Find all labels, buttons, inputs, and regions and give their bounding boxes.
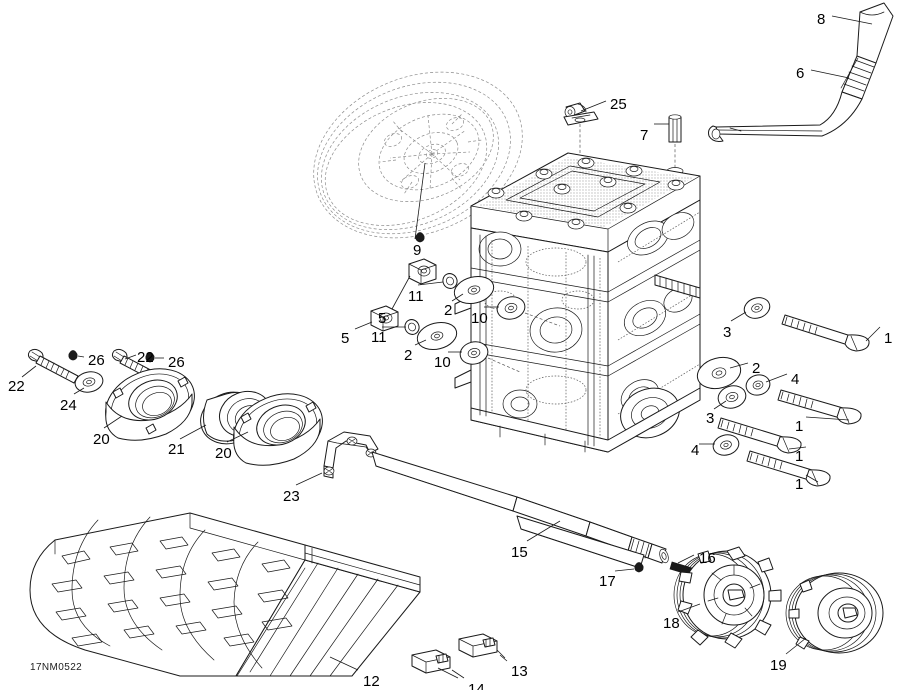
callout-26-cone-nut-right[interactable]: 26 [168,354,185,371]
track-12 [29,512,421,677]
bolt-1-mid-upper [745,374,862,425]
callout-17-cone-nut[interactable]: 17 [599,573,616,590]
callout-5-nut-upper[interactable]: 5 [378,310,387,327]
bolt-1-mid-lower [717,417,802,454]
callout-3-washer-lower[interactable]: 3 [706,410,715,427]
cone-nut-26-left [68,350,78,361]
callout-9-fastener[interactable]: 9 [413,242,422,259]
callout-1-bolt-lower[interactable]: 1 [795,476,804,493]
roller-bracket-25 [563,102,599,155]
callout-5-nut-lower[interactable]: 5 [341,330,350,347]
callout-11-washer-upper[interactable]: 11 [408,288,424,305]
flange-housing-20-left [105,368,195,441]
fastener-stack-upper [408,258,561,327]
callout-8-knob[interactable]: 8 [817,11,826,28]
track-clip-14 [411,649,459,679]
sprocket-18 [673,546,782,649]
callout-22-screw-right[interactable]: 22 [137,349,154,366]
callout-7-pin[interactable]: 7 [640,127,649,144]
callout-20-flange-left[interactable]: 20 [93,431,110,448]
callout-13-clip-upper[interactable]: 13 [511,663,528,680]
cone-nut-26-right [145,352,155,363]
screw-22-left [27,348,79,384]
callout-19-drive-wheel[interactable]: 19 [770,657,787,674]
washer-2-right [696,356,742,390]
callout-6-lever-grip[interactable]: 6 [796,65,805,82]
callout-15-driveshaft[interactable]: 15 [511,544,528,561]
driveshaft-15 [371,451,669,569]
callout-1-bolt-upper[interactable]: 1 [884,330,893,347]
bolt-1-lower [746,450,831,487]
washer-3-lower [717,385,747,409]
callout-4-washer-upper[interactable]: 4 [791,371,800,388]
flange-housing-20-right [233,393,323,466]
callout-2-washer-lower[interactable]: 2 [404,347,413,364]
gearbox-housing [454,152,701,453]
phantom-pulley-assembly [313,71,523,239]
callout-23-bracket[interactable]: 23 [283,488,300,505]
pin-7 [666,114,684,175]
callout-10-washer-lower[interactable]: 10 [434,354,451,371]
callout-16-key[interactable]: 16 [699,550,716,567]
callout-10-washer-upper[interactable]: 10 [471,310,488,327]
fastener-stack-lower [370,305,521,373]
cone-nut-17 [634,562,644,573]
track-clip-13 [458,633,506,659]
callout-22-screw-left[interactable]: 22 [8,378,25,395]
callout-25-roller-bracket[interactable]: 25 [610,96,627,113]
callout-24-washer[interactable]: 24 [60,397,77,414]
callout-12-track[interactable]: 12 [363,673,380,690]
bolt-1-upper [743,297,870,352]
drive-wheel-19 [785,572,884,654]
shift-lever-assembly [708,2,894,142]
washer-24 [74,371,104,393]
callout-1-bolt-mid-lower[interactable]: 1 [795,448,804,465]
callout-2-washer-upper[interactable]: 2 [444,302,453,319]
callout-20-flange-right[interactable]: 20 [215,445,232,462]
callout-2-washer-large[interactable]: 2 [752,360,761,377]
callout-14-clip-lower[interactable]: 14 [468,681,485,690]
document-id: 17NM0522 [30,662,83,673]
housing-stud-upper [654,274,701,299]
leader-lines [21,15,881,679]
washer-4-lower [712,434,740,456]
callout-4-washer-lower[interactable]: 4 [691,442,700,459]
callout-11-washer-lower[interactable]: 11 [371,329,387,346]
callout-1-bolt-mid-upper[interactable]: 1 [795,418,804,435]
callout-21-bearing[interactable]: 21 [168,441,185,458]
callout-26-cone-nut-left[interactable]: 26 [88,352,105,369]
callout-3-washer-upper[interactable]: 3 [723,324,732,341]
callout-18-sprocket[interactable]: 18 [663,615,680,632]
bracket-23 [323,431,379,479]
